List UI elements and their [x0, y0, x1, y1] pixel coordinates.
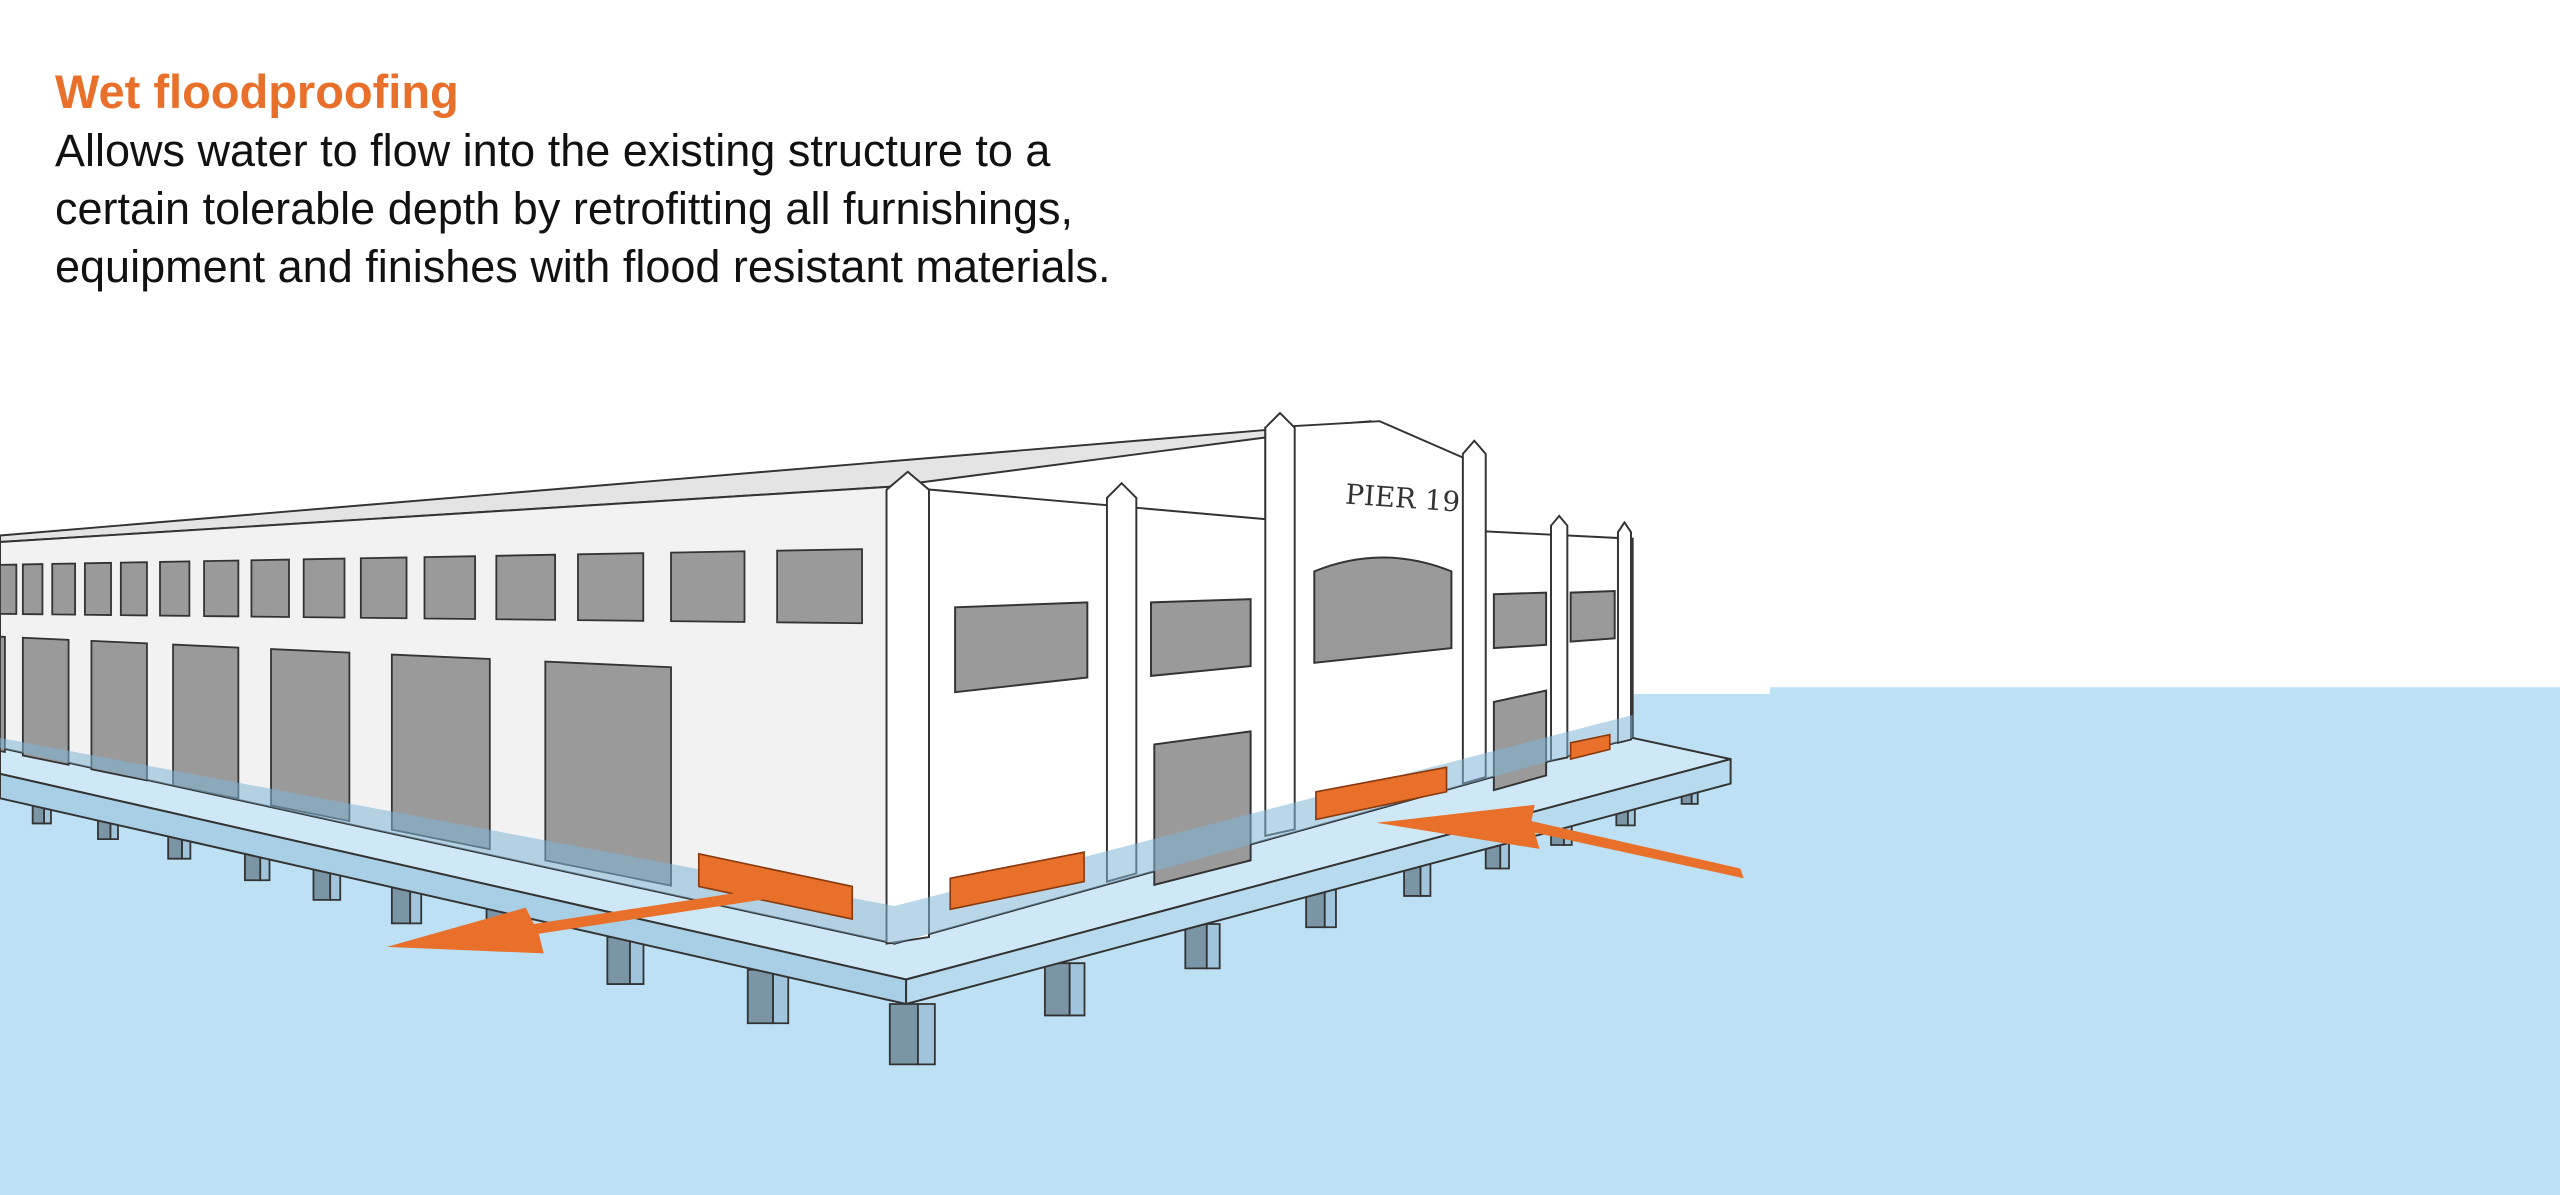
caption-line: certain tolerable depth by retrofitting …: [55, 183, 1074, 234]
piling: [746, 968, 774, 1025]
piling-side: [772, 968, 790, 1025]
side-door: [90, 639, 148, 782]
side-window: [119, 561, 148, 617]
caption-title: Wet floodproofing: [55, 65, 459, 118]
side-wall-openings: [0, 548, 863, 887]
caption-line: Allows water to flow into the existing s…: [55, 125, 1051, 176]
building-sign: PIER 19: [1344, 478, 1461, 519]
side-window: [776, 548, 863, 625]
water-outflow-arrow-icon: [386, 881, 817, 954]
piling-side: [1068, 962, 1086, 1017]
piling-side: [1205, 923, 1221, 970]
side-window: [359, 556, 408, 620]
flood-vent-icon: [697, 733, 1611, 921]
piling: [390, 885, 412, 925]
caption-line: equipment and finishes with flood resist…: [55, 241, 1111, 292]
side-window: [159, 560, 191, 617]
side-window: [302, 557, 346, 619]
caption: Wet floodproofing Allows water to flow i…: [55, 62, 1111, 296]
side-door: [0, 635, 6, 754]
piling-side: [1323, 888, 1337, 929]
side-window: [51, 562, 76, 616]
side-window: [84, 561, 112, 616]
piling: [606, 936, 631, 985]
piling-side: [917, 1003, 936, 1066]
side-window: [670, 550, 746, 623]
front-facade: [885, 411, 1634, 945]
piling: [1044, 962, 1071, 1017]
side-window: [0, 563, 18, 615]
piling: [888, 1003, 919, 1066]
side-window: [250, 558, 290, 618]
piling-side: [1419, 862, 1432, 897]
side-door: [21, 636, 70, 766]
side-window: [577, 552, 645, 622]
side-window: [21, 563, 44, 616]
piling: [1184, 923, 1208, 970]
water-inflow-arrow-icon: [1376, 804, 1744, 879]
side-window: [495, 553, 556, 621]
side-window: [203, 559, 240, 618]
side-window: [423, 555, 477, 620]
